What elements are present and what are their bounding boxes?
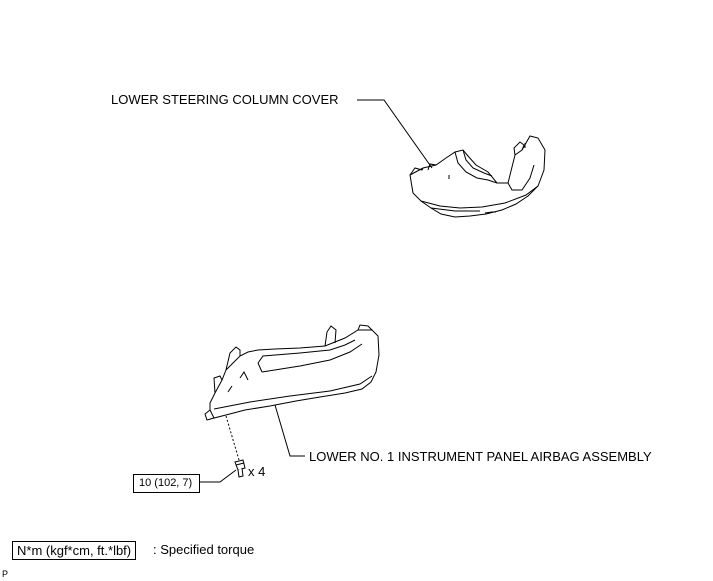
torque-spec-box: 10 (102, 7) bbox=[133, 474, 200, 493]
bolt-icon bbox=[234, 459, 246, 478]
bolt-dashed-line bbox=[225, 415, 240, 461]
bolt-quantity-label: x 4 bbox=[248, 464, 266, 479]
cover-leader-line bbox=[357, 99, 433, 169]
torque-leader-line bbox=[199, 469, 237, 483]
lower-steering-column-cover-label: LOWER STEERING COLUMN COVER bbox=[111, 92, 339, 107]
torque-legend-description: : Specified torque bbox=[153, 542, 255, 557]
torque-legend-symbol: N*m (kgf*cm, ft.*lbf) bbox=[12, 541, 137, 560]
airbag-leader-line bbox=[274, 404, 305, 457]
lower-airbag-assembly-label: LOWER NO. 1 INSTRUMENT PANEL AIRBAG ASSE… bbox=[309, 449, 652, 464]
figure-code: P bbox=[2, 569, 9, 579]
lower-steering-column-cover-drawing bbox=[409, 135, 546, 218]
lower-airbag-assembly-drawing bbox=[204, 324, 380, 421]
